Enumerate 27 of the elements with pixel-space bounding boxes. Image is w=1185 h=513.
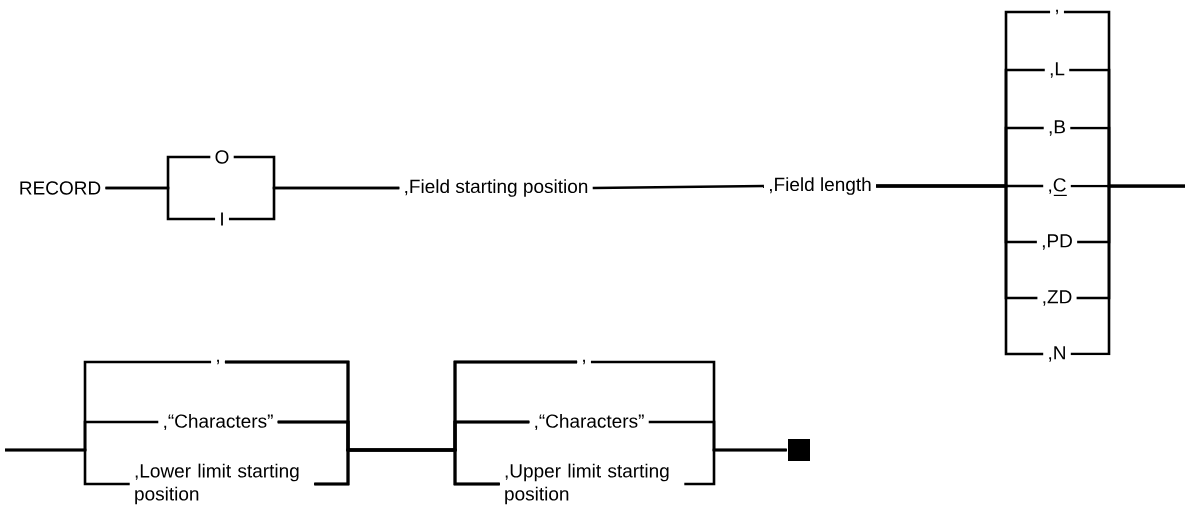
syntax-line <box>592 184 764 190</box>
syntax-text: , <box>1056 9 1058 15</box>
syntax-line <box>876 184 1044 356</box>
syntax-text: RECORD <box>20 181 101 195</box>
syntax-text: ,Field starting position <box>405 179 588 197</box>
syntax-line <box>1070 184 1185 356</box>
syntax-text: ,L <box>1050 62 1065 78</box>
syntax-text: O <box>215 150 229 164</box>
syntax-line <box>314 448 500 486</box>
syntax-text: ,B <box>1049 120 1065 136</box>
syntax-text: ,Upper limit starting position <box>505 463 669 505</box>
syntax-text: ,PD <box>1042 234 1072 250</box>
syntax-text: ,“Characters” <box>535 413 644 431</box>
syntax-text: I <box>221 212 223 226</box>
end-marker <box>788 439 810 461</box>
syntax-text: , <box>583 359 585 365</box>
syntax-text: , <box>217 359 219 365</box>
syntax-text: ,Field length <box>769 177 871 195</box>
syntax-text: ,ZD <box>1043 290 1072 306</box>
syntax-line <box>228 186 400 221</box>
syntax-text: ,“Characters” <box>164 413 273 431</box>
syntax-text: ,N <box>1049 346 1065 362</box>
syntax-line <box>684 448 787 486</box>
syntax-text: ,C <box>1049 178 1068 196</box>
syntax-text: ,Lower limit starting position <box>135 463 299 505</box>
syntax-line <box>105 186 216 221</box>
syntax-line <box>5 448 130 486</box>
